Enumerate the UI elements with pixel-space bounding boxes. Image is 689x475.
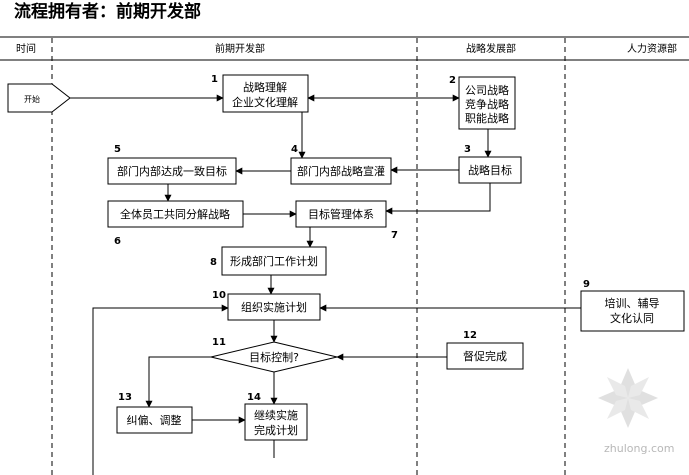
step-10-number: 10 [212, 290, 226, 301]
step-13-number: 13 [118, 392, 132, 403]
page-title: 流程拥有者：前期开发部 [14, 1, 201, 22]
watermark-logo [598, 368, 658, 428]
lane-title-dev: 前期开发部 [215, 42, 265, 55]
step-2-line3: 职能战略 [465, 111, 509, 125]
connector-loop-to-10 [92, 304, 229, 475]
step-2-line1: 公司战略 [465, 83, 509, 97]
step-4-label: 部门内部战略宣灌 [297, 164, 385, 178]
step-14-number: 14 [247, 392, 261, 403]
step-6-box [107, 200, 244, 228]
step-14-line1: 继续实施 [254, 408, 298, 422]
step-11-number: 11 [212, 337, 226, 348]
step-1-number: 1 [211, 74, 218, 85]
step-6-number: 6 [114, 236, 121, 247]
step-7-box [295, 200, 387, 228]
step-2-number: 2 [449, 75, 456, 86]
step-14-box [244, 403, 308, 441]
step-8-label: 形成部门工作计划 [230, 254, 318, 268]
watermark-text: zhulong.com [604, 442, 674, 455]
step-8-number: 8 [210, 257, 217, 268]
step-13-box [116, 406, 193, 434]
step-3-number: 3 [464, 144, 471, 155]
step-4-box [290, 157, 392, 185]
step-9-line1: 培训、辅导 [605, 296, 660, 310]
lane-title-time: 时间 [16, 42, 36, 55]
step-7-number: 7 [391, 230, 398, 241]
step-4-number: 4 [291, 144, 298, 155]
step-5-number: 5 [114, 144, 121, 155]
step-5-box [107, 157, 237, 185]
connector-3-to-7 [385, 183, 491, 215]
step-1-line1: 战略理解 [243, 80, 287, 94]
start-node [7, 83, 71, 113]
step-2-line2: 竞争战略 [465, 97, 509, 111]
step-6-label: 全体员工共同分解战略 [120, 207, 230, 221]
step-9-line2: 文化认同 [610, 311, 654, 325]
step-1-line2: 企业文化理解 [232, 95, 298, 109]
lane-title-hr: 人力资源部 [627, 42, 677, 55]
step-5-label: 部门内部达成一致目标 [117, 164, 227, 178]
lane-title-strategy: 战略发展部 [466, 42, 516, 55]
step-2-box [458, 76, 516, 130]
step-9-number: 9 [583, 279, 590, 290]
step-12-number: 12 [463, 330, 477, 341]
step-9-box [580, 290, 685, 332]
step-12-label: 督促完成 [463, 349, 507, 363]
step-14-line2: 完成计划 [254, 423, 298, 437]
step-13-label: 纠偏、调整 [127, 413, 182, 427]
step-3-label: 战略目标 [468, 163, 512, 177]
step-1-box [222, 74, 309, 113]
step-10-label: 组织实施计划 [241, 300, 307, 314]
connector-11-to-13 [145, 356, 211, 408]
start-label: 开始 [24, 94, 40, 104]
step-7-label: 目标管理体系 [308, 207, 374, 221]
step-11-label: 目标控制? [249, 350, 299, 364]
step-8-box [221, 246, 327, 276]
step-12-box [446, 342, 524, 370]
